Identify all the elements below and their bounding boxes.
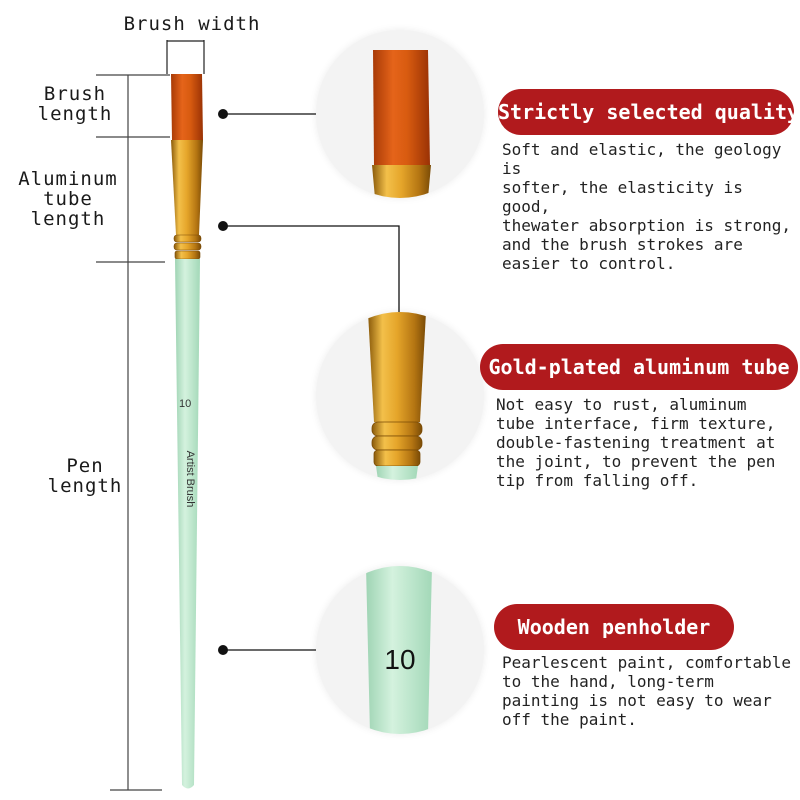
brush-width-label: Brush width [123,13,261,35]
handle-zoom-circle: 10 [316,566,484,734]
ferrule [171,140,203,235]
handle [175,259,200,789]
tube-length-label: Aluminum tube length [18,168,118,230]
ferrule-rings [173,234,202,260]
bristle-zoom-circle [316,30,484,198]
feature-penholder-desc: Pearlescent paint, comfortable to the ha… [502,653,791,729]
pen-length-label: Pen length [47,455,123,497]
handle-zoom-number: 10 [384,644,416,675]
feature-penholder-badge: Wooden penholder [494,604,734,650]
length-ruler [96,74,170,791]
feature-quality-badge: Strictly selected quality [498,89,799,135]
bristle-tip [171,74,203,140]
brush-brand-text: Artist Brush [184,450,196,508]
brush-number: 10 [179,398,192,410]
feature-tube-badge: Gold-plated aluminum tube [480,344,798,390]
width-bracket [166,40,205,74]
ferrule-zoom-circle [316,312,484,480]
brush-length-label: Brush length [37,83,113,125]
callout-dots [218,109,228,655]
feature-tube-desc: Not easy to rust, aluminum tube interfac… [496,395,776,490]
feature-quality-desc: Soft and elastic, the geology is softer,… [502,140,791,273]
callout-lines [223,113,400,651]
